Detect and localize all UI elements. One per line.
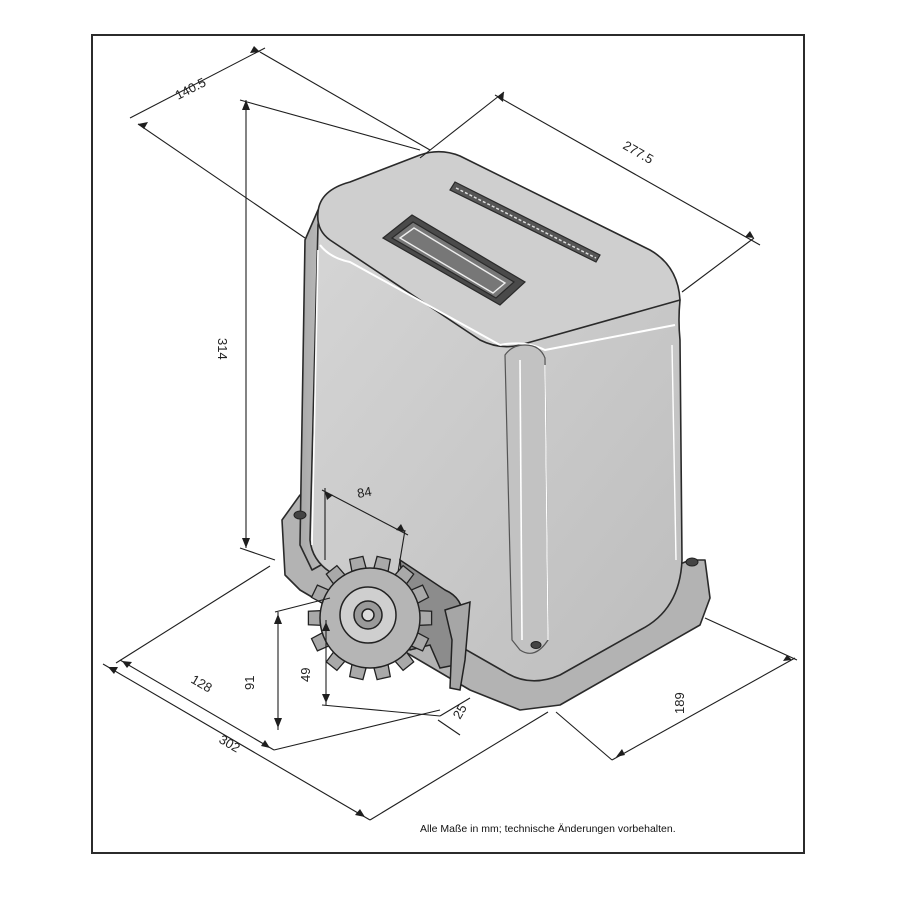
dim-label-base-length: 189 <box>672 692 687 714</box>
brand-nameplate <box>381 214 526 306</box>
dimension-lines <box>102 47 798 821</box>
mounting-hole-left <box>293 510 307 520</box>
dim-label-pinion-center: 49 <box>298 668 313 682</box>
mounting-holes <box>293 510 699 649</box>
pinion-guard <box>444 600 471 691</box>
bottom-screw <box>530 641 542 649</box>
dim-label-depth: 140.5 <box>173 75 209 103</box>
dimension-arrows <box>108 46 792 817</box>
top-label-strip <box>449 181 601 263</box>
dim-label-pinion-height: 91 <box>242 676 257 690</box>
dim-label-pinion-width: 84 <box>356 484 373 501</box>
dim-label-base-depth: 128 <box>189 672 215 696</box>
front-rib <box>504 344 549 654</box>
pinion-gear <box>307 555 471 691</box>
footnote: Alle Maße in mm; technische Änderungen v… <box>420 823 676 835</box>
dim-label-height: 314 <box>215 338 230 360</box>
mounting-hole-right <box>685 557 699 567</box>
dim-label-total-depth: 302 <box>217 732 243 756</box>
dim-label-pinion-offset: 25 <box>450 701 470 721</box>
gate-motor-housing <box>281 150 711 711</box>
housing-top-face <box>316 150 681 348</box>
dim-label-length: 277.5 <box>621 138 657 167</box>
